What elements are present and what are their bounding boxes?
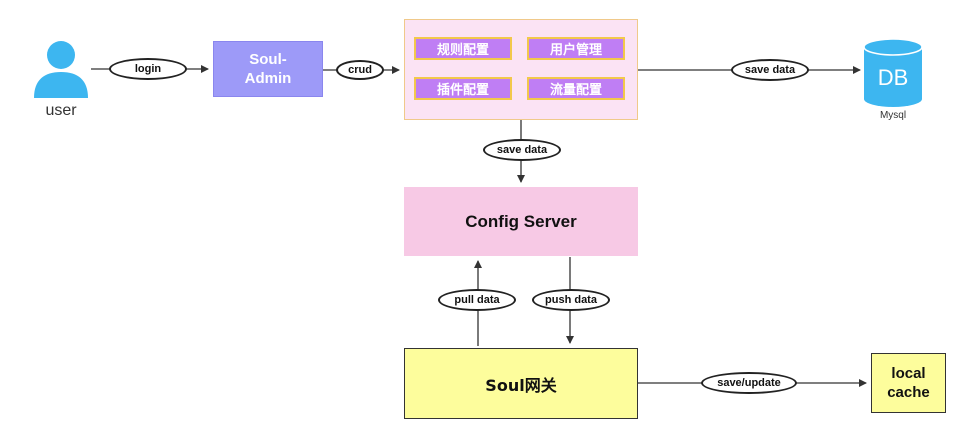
module-rules-config[interactable]: 规则配置 bbox=[414, 37, 512, 60]
edge-label-save-data-db: save data bbox=[731, 59, 809, 81]
edge-label-save-update: save/update bbox=[701, 372, 797, 394]
local-cache-box[interactable]: local cache bbox=[871, 353, 946, 413]
edge-label-pull-data: pull data bbox=[438, 289, 516, 311]
module-traffic-config[interactable]: 流量配置 bbox=[527, 77, 625, 100]
edge-label-save-data-config: save data bbox=[483, 139, 561, 161]
soul-admin-label: Soul-Admin bbox=[244, 51, 292, 87]
soul-admin-box[interactable]: Soul-Admin bbox=[213, 41, 323, 97]
user-node: user bbox=[30, 38, 92, 124]
edge-label-login: login bbox=[109, 58, 187, 80]
user-label: user bbox=[45, 102, 77, 119]
database-icon: DB bbox=[863, 38, 923, 107]
soul-gateway-label: Soul网关 bbox=[485, 375, 557, 395]
database-node: DB Mysql bbox=[862, 38, 924, 126]
database-icon-text: DB bbox=[878, 65, 909, 90]
database-label: Mysql bbox=[879, 110, 907, 121]
config-server-box[interactable]: Config Server bbox=[404, 187, 638, 256]
admin-console-panel: 规则配置 用户管理 插件配置 流量配置 bbox=[404, 19, 638, 120]
module-user-management[interactable]: 用户管理 bbox=[527, 37, 625, 60]
config-server-label: Config Server bbox=[465, 211, 577, 231]
edge-label-push-data: push data bbox=[532, 289, 610, 311]
local-cache-label: local cache bbox=[887, 365, 930, 401]
edge-label-crud: crud bbox=[336, 60, 384, 80]
module-plugin-config[interactable]: 插件配置 bbox=[414, 77, 512, 100]
soul-gateway-box[interactable]: Soul网关 bbox=[404, 348, 638, 419]
user-icon bbox=[34, 41, 88, 98]
